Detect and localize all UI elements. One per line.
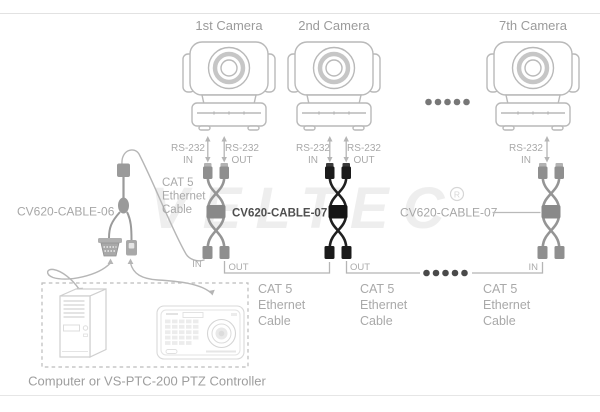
ptz-camera-1 <box>183 42 275 130</box>
updown-arrow-icon <box>327 136 349 163</box>
cat5-label-bottom2: CAT 5 Ethernet Cable <box>360 282 408 328</box>
rs232-in-label: RS-232 <box>296 143 330 154</box>
rs232-out-label: RS-232 <box>225 143 259 154</box>
ptz-controller <box>156 305 245 360</box>
cat5-line3: Cable <box>258 314 291 328</box>
controller-caption: Computer or VS-PTC-200 PTZ Controller <box>28 374 266 389</box>
registered-mark-icon <box>449 186 465 202</box>
cat5-line1: CAT 5 <box>360 282 394 296</box>
cv620-cable-06 <box>98 149 205 262</box>
cat5-label-bottom1: CAT 5 Ethernet Cable <box>258 282 306 328</box>
cat5-line3: Cable <box>360 314 393 328</box>
cat5-line2: Ethernet <box>483 298 531 312</box>
rs232-in-label2: IN <box>521 155 531 166</box>
rs232-in-label: RS-232 <box>171 143 205 154</box>
cat5-line1: CAT 5 <box>483 282 517 296</box>
link-ellipsis-dots <box>423 269 468 277</box>
cv620-cable-07-camera7 <box>537 163 565 259</box>
camera-1-rs232-labels: RS-232 IN RS-232 OUT <box>171 136 259 166</box>
cat5-line2: Ethernet <box>162 191 206 203</box>
rs232-in-label: RS-232 <box>509 143 543 154</box>
cat5-label-topleft: CAT 5 Ethernet Cable <box>162 177 206 216</box>
rs232-out-label2: OUT <box>353 155 374 166</box>
camera-2-rs232-labels: RS-232 IN RS-232 OUT <box>296 136 381 166</box>
mini-din-connector <box>126 240 137 256</box>
db9-connector <box>98 238 122 257</box>
controller-keypad <box>165 319 199 345</box>
controller-joystick <box>206 318 237 349</box>
rs232-in-label2: IN <box>308 155 318 166</box>
ptz-camera-7 <box>487 42 579 130</box>
cv620-cable-07-camera2-highlighted <box>324 163 352 259</box>
cable07-label-right: CV620-CABLE-07 <box>400 206 498 220</box>
watermark-text: VELTEC <box>150 176 459 241</box>
updown-arrow-icon <box>544 136 550 163</box>
camera-1-title: 1st Camera <box>195 18 263 33</box>
camera-ellipsis-dots <box>425 98 470 106</box>
camera-2-title: 2nd Camera <box>298 18 370 33</box>
cat5-line3: Cable <box>483 314 516 328</box>
cat5-line3: Cable <box>162 204 192 216</box>
cat5-line2: Ethernet <box>258 298 306 312</box>
cable2-out-label: OUT <box>350 262 370 273</box>
camera-7-title: 7th Camera <box>499 18 568 33</box>
cable07-label-highlighted: CV620-CABLE-07 <box>232 208 327 220</box>
cable1-out-label: OUT <box>229 262 249 273</box>
camera-7-rs232-labels: RS-232 IN <box>509 136 550 166</box>
updown-arrow-icon <box>205 136 227 163</box>
cat5-line1: CAT 5 <box>162 177 194 189</box>
controller-group-box <box>41 282 249 368</box>
computer-tower <box>59 288 107 358</box>
registered-mark-letter: R <box>454 190 460 200</box>
cable06-label: CV620-CABLE-06 <box>17 205 115 219</box>
daisy-chain-links: IN OUT OUT IN <box>192 259 544 277</box>
watermark: VELTEC R <box>150 176 465 241</box>
cable1-in-label: IN <box>192 259 202 270</box>
cable7-in-label: IN <box>529 262 539 273</box>
rs232-out-label: RS-232 <box>347 143 381 154</box>
cv620-cable-07-camera1 <box>202 163 230 259</box>
cat5-label-bottom3: CAT 5 Ethernet Cable <box>483 282 531 328</box>
ptz-camera-2 <box>288 42 380 130</box>
cat5-line2: Ethernet <box>360 298 408 312</box>
cat5-line1: CAT 5 <box>258 282 292 296</box>
rs232-in-label2: IN <box>183 155 193 166</box>
rs232-out-label2: OUT <box>231 155 252 166</box>
